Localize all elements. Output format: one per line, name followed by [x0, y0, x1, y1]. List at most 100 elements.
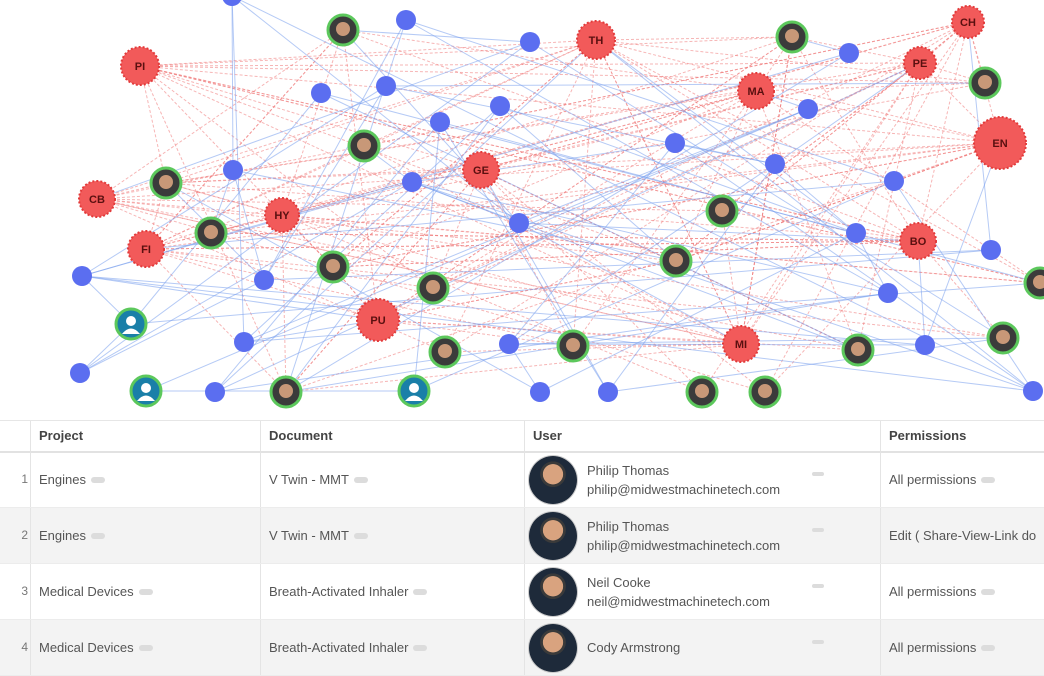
user-node[interactable]	[376, 76, 396, 96]
more-icon[interactable]	[812, 528, 824, 532]
user-node[interactable]	[1023, 381, 1043, 401]
user-node[interactable]	[311, 83, 331, 103]
person-node[interactable]	[428, 335, 462, 369]
user-silhouette-icon[interactable]	[397, 374, 431, 408]
person-node[interactable]	[775, 20, 809, 54]
person-node[interactable]	[968, 66, 1002, 100]
person-node[interactable]	[659, 244, 693, 278]
project-node[interactable]: CH	[951, 5, 985, 39]
graph-edge	[518, 222, 742, 345]
user-node[interactable]	[878, 283, 898, 303]
graph-edge	[81, 275, 379, 321]
person-node[interactable]	[269, 375, 303, 409]
user-node[interactable]	[530, 382, 550, 402]
person-node[interactable]	[556, 329, 590, 363]
project-node[interactable]: PU	[356, 298, 400, 342]
project-node-label: TH	[589, 35, 604, 47]
project-node[interactable]: PI	[120, 46, 160, 86]
user-node[interactable]	[430, 112, 450, 132]
table-row[interactable]: 3 Medical Devices Breath-Activated Inhal…	[0, 564, 1044, 620]
graph-edge	[444, 39, 597, 353]
user-node[interactable]	[798, 99, 818, 119]
person-node[interactable]	[149, 166, 183, 200]
graph-edge	[285, 142, 1001, 393]
person-node[interactable]	[316, 250, 350, 284]
graph-edge	[721, 210, 919, 242]
user-node[interactable]	[254, 270, 274, 290]
user-node[interactable]	[765, 154, 785, 174]
graph-edge	[721, 62, 921, 212]
user-node[interactable]	[72, 266, 92, 286]
user-node[interactable]	[839, 43, 859, 63]
graph-edge	[210, 232, 919, 242]
network-graph[interactable]: PI TH CH PE MA EN GE CB HY FI BO PU MI	[0, 0, 1044, 420]
project-node[interactable]: MI	[722, 325, 760, 363]
user-node[interactable]	[665, 133, 685, 153]
graph-nodes: PI TH CH PE MA EN GE CB HY FI BO PU MI	[70, 0, 1044, 409]
user-node[interactable]	[981, 240, 1001, 260]
graph-edge	[363, 39, 597, 147]
user-node[interactable]	[490, 96, 510, 116]
person-node[interactable]	[347, 129, 381, 163]
column-header-permissions[interactable]: Permissions	[880, 421, 1044, 451]
graph-edge	[755, 90, 859, 351]
project-node[interactable]: MA	[737, 72, 775, 110]
graph-edge	[572, 343, 742, 347]
user-node[interactable]	[205, 382, 225, 402]
user-node[interactable]	[915, 335, 935, 355]
person-node[interactable]	[841, 333, 875, 367]
project-node[interactable]: TH	[576, 20, 616, 60]
graph-edge	[96, 39, 597, 200]
project-node[interactable]: HY	[264, 197, 300, 233]
more-icon[interactable]	[812, 640, 824, 644]
more-icon[interactable]	[812, 472, 824, 476]
user-node[interactable]	[499, 334, 519, 354]
graph-edge	[243, 105, 501, 343]
person-node[interactable]	[1023, 266, 1044, 300]
person-node[interactable]	[685, 375, 719, 409]
column-header-project[interactable]: Project	[30, 421, 260, 451]
user-node[interactable]	[223, 160, 243, 180]
graph-edge	[411, 181, 859, 351]
user-node[interactable]	[520, 32, 540, 52]
project-node[interactable]: CB	[78, 180, 116, 218]
project-node[interactable]: EN	[973, 116, 1027, 170]
user-node[interactable]	[598, 382, 618, 402]
graph-edge	[145, 108, 809, 392]
user-node[interactable]	[509, 213, 529, 233]
permissions-value: All permissions	[889, 584, 977, 599]
project-node[interactable]: BO	[899, 222, 937, 260]
person-node[interactable]	[416, 271, 450, 305]
table-row[interactable]: 4 Medical Devices Breath-Activated Inhal…	[0, 620, 1044, 676]
project-node[interactable]: PE	[903, 46, 937, 80]
project-node[interactable]: GE	[462, 151, 500, 189]
person-node[interactable]	[748, 375, 782, 409]
project-node-label: PI	[135, 61, 145, 73]
person-node[interactable]	[705, 194, 739, 228]
project-node[interactable]: FI	[127, 230, 165, 268]
person-node[interactable]	[194, 216, 228, 250]
graph-edge	[243, 319, 379, 343]
graph-edge	[332, 90, 757, 268]
graph-edge	[518, 108, 809, 224]
user-silhouette-icon[interactable]	[129, 374, 163, 408]
graph-edge	[139, 65, 287, 393]
more-icon[interactable]	[812, 584, 824, 588]
user-node[interactable]	[70, 363, 90, 383]
user-node[interactable]	[884, 171, 904, 191]
user-node[interactable]	[222, 0, 242, 6]
column-header-document[interactable]: Document	[260, 421, 524, 451]
user-node[interactable]	[234, 332, 254, 352]
user-node[interactable]	[402, 172, 422, 192]
user-node[interactable]	[846, 223, 866, 243]
graph-edge	[139, 65, 919, 242]
column-header-user[interactable]: User	[524, 421, 880, 451]
person-node[interactable]	[326, 13, 360, 47]
user-node[interactable]	[396, 10, 416, 30]
tag-icon	[90, 476, 105, 483]
user-silhouette-icon[interactable]	[114, 307, 148, 341]
person-node[interactable]	[986, 321, 1020, 355]
project-cell: Engines	[30, 508, 260, 563]
